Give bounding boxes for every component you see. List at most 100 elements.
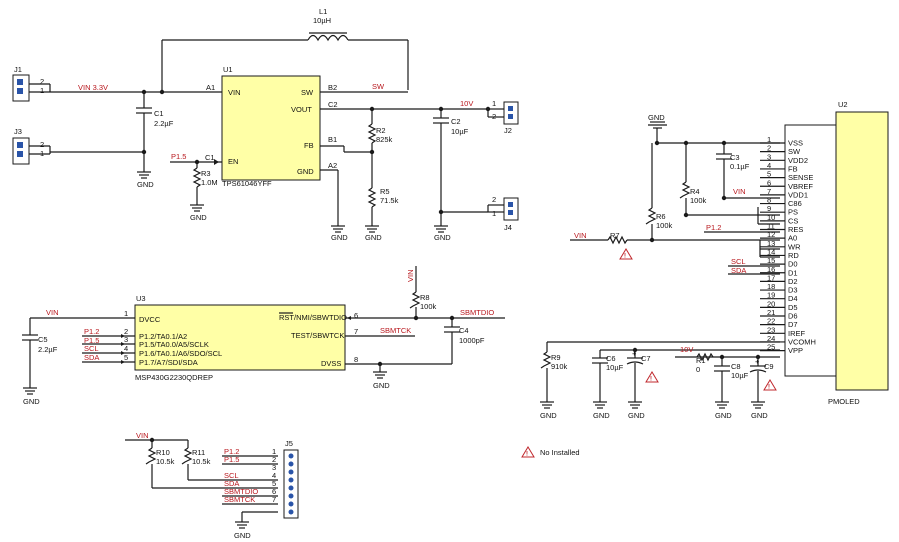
r9-resistor [540,351,552,369]
arrow-icon [121,342,125,346]
gnd-label: GND [648,113,665,122]
u1-pin-sw: SW [301,88,314,97]
junction-dot [369,149,375,155]
u3-pin-dvcc: DVCC [139,315,161,324]
j4-ref: J4 [504,223,512,232]
u2-pin-label: FB [788,164,798,173]
u2-pin-number: 14 [767,247,775,256]
j5-n3: 3 [272,463,276,472]
u2-pin-number: 2 [767,144,771,153]
c7-ref: C7 [641,354,651,363]
u2-pin-number: 4 [767,161,771,170]
j5-pin-marker [288,493,294,499]
j4-pin-marker [508,210,513,215]
r4-ref: R4 [690,187,700,196]
vin-label: VIN [46,308,59,317]
r5-resistor [367,187,377,208]
u2-pin-label: SW [788,147,801,156]
u2-pin-number: 16 [767,265,775,274]
j3-pin-marker [17,142,23,148]
c8-ref: C8 [731,362,741,371]
u2-pin-label: CS [788,216,798,225]
j5-pin-marker [288,485,294,491]
c5-ref: C5 [38,335,48,344]
gnd-label: GND [540,411,557,420]
r1-ref: R1 [696,356,706,365]
not-installed-warning-icon [645,371,659,383]
u2-pin-number: 21 [767,308,775,317]
arrow-icon [121,334,125,338]
u2-pin-label: D3 [788,286,798,295]
j3-pin2: 2 [40,140,44,149]
u2-pin-numbers: 1234567891011121314151617181920212223242… [767,135,775,352]
j1-pin-marker [17,88,23,94]
p15-label: P1.5 [84,336,99,345]
u2-pin-label: VPP [788,346,803,355]
pmoled-grounds: GND GND GND GND GND [540,401,768,420]
r8-ref: R8 [420,293,430,302]
scl-label: SCL [84,344,99,353]
gnd-label: GND [751,411,768,420]
r10-value: 10.5k [156,457,175,466]
r8-resistor [409,291,421,309]
j4-pin-marker [508,202,513,207]
en-arrow-icon [214,159,219,165]
j1-ref: J1 [14,65,22,74]
p12-label: P1.2 [84,327,99,336]
u2-pin-number: 13 [767,239,775,248]
u1-pin-en: EN [228,157,238,166]
j5-sbwtdio-label: SBMTDIO [224,487,258,496]
u2-pin-number: 22 [767,317,775,326]
c2-ref: C2 [451,117,461,126]
gnd-label: GND [190,213,207,222]
u1-pad-b2: B2 [328,83,337,92]
gnd-label: GND [331,233,348,242]
gnd-label: GND [373,381,390,390]
junction-dot [377,361,383,367]
j1-pin-marker [17,79,23,85]
r4-value: 100k [690,196,707,205]
u2-pin-label: VSS [788,139,803,148]
c9-plus: + [755,357,760,366]
j4-pin2: 2 [492,195,496,204]
u2-pin-number: 17 [767,273,775,282]
boost-converter-section: J1 2 1 VIN 3.3V J3 2 1 C1 2.2µF GND [12,7,519,242]
u1-pin-vout: VOUT [291,105,312,114]
not-installed-warning-icon [619,248,633,260]
u1-pad-c2: C2 [328,100,338,109]
u3-n3: 3 [124,335,128,344]
junction-dot [683,212,689,218]
j2-ref: J2 [504,126,512,135]
vin-label: VIN [136,431,149,440]
u3-chip [134,304,346,371]
j2-pin2: 2 [492,112,496,121]
u2-pin-label: A0 [788,234,797,243]
r11-value: 10.5k [192,457,211,466]
u2-pin-label: VBREF [788,182,813,191]
u2-pin-frame [784,124,837,377]
10v-net-label: 10V [460,99,473,108]
u2-pin-label: D5 [788,303,798,312]
sw-net-label: SW [372,82,385,91]
gnd-label: GND [628,411,645,420]
u2-display [835,111,889,391]
u1-chip [221,75,321,181]
u2-pin-label: D4 [788,294,798,303]
gnd-label: GND [715,411,732,420]
u1-pin-vin: VIN [228,88,241,97]
r9-ref: R9 [551,353,561,362]
r8-value: 100k [420,302,437,311]
j5-connector [283,449,299,519]
u2-pin-number: 1 [767,135,771,144]
r2-resistor [367,123,377,144]
warning-mark: ! [624,254,626,260]
u2-pin-label: SENSE [788,173,813,182]
arrow-icon [347,316,351,320]
c9-ref: C9 [764,362,774,371]
gnd-label: GND [593,411,610,420]
r1-resistor [696,352,714,362]
j5-n1: 1 [272,447,276,456]
u1-pin-fb: FB [304,141,314,150]
vin-label: VIN [406,269,415,282]
u2-pin-label: D2 [788,277,798,286]
